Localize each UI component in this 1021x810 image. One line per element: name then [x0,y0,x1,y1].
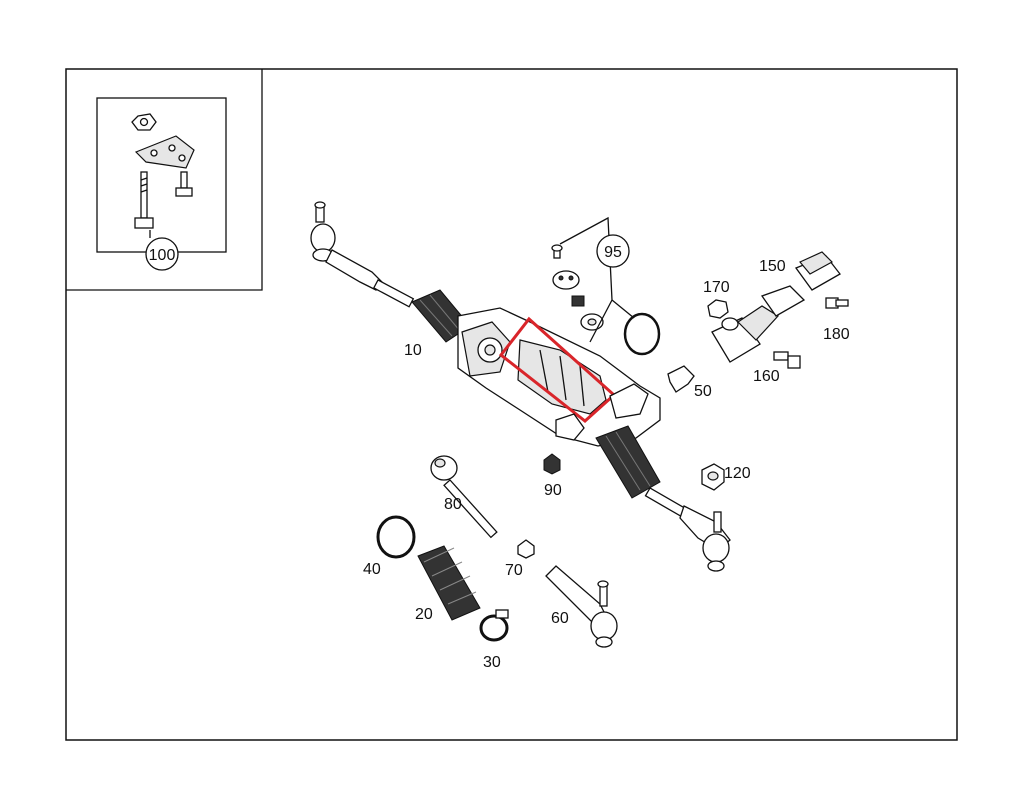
callout-180[interactable]: 180 [823,326,850,343]
callout-170[interactable]: 170 [703,279,730,296]
callout-80[interactable]: 80 [444,496,462,513]
callout-160[interactable]: 160 [753,368,780,385]
part-180-bolt-icon[interactable] [825,297,849,309]
diagram-frame [65,68,958,741]
right-bellows [595,425,661,499]
steering-rack-assembly[interactable] [310,201,731,572]
callout-95[interactable]: 95 [604,244,622,261]
callout-120[interactable]: 120 [724,465,751,482]
callout-10[interactable]: 10 [404,342,422,359]
part-160-bolt-icon[interactable] [773,351,801,369]
inset-nut-icon [131,113,157,131]
part-50-bracket-icon[interactable] [667,365,695,393]
part-150-steering-coupling[interactable] [711,251,841,363]
callout-100[interactable]: 100 [149,247,176,264]
callout-90[interactable]: 90 [544,482,562,499]
part-20-bellows-icon[interactable] [417,545,481,621]
inset-box-100[interactable] [66,69,263,291]
callout-60[interactable]: 60 [551,610,569,627]
part-80-inner-tie-rod[interactable] [430,455,498,539]
part-30-hose-clamp-icon[interactable] [479,609,509,642]
part-60-tie-rod-end-icon[interactable] [545,565,618,648]
callout-100-circle [145,237,179,271]
callout-150[interactable]: 150 [759,258,786,275]
callout-95-circle [596,234,630,268]
part-40-clamp-ring-icon[interactable] [376,515,416,559]
inset-bracket-plate-icon [134,135,195,169]
part-70-nut-icon[interactable] [517,539,535,559]
callout-40[interactable]: 40 [363,561,381,578]
part-120-nut-icon[interactable] [701,463,725,491]
callout-50[interactable]: 50 [694,383,712,400]
inset-short-bolt-icon [180,171,188,189]
callout-30[interactable]: 30 [483,654,501,671]
part-90-nut-icon[interactable] [543,453,561,475]
callout-70[interactable]: 70 [505,562,523,579]
callout-20[interactable]: 20 [415,606,433,623]
part-170-nut-icon[interactable] [707,299,729,319]
part-95-adjuster-kit[interactable] [551,216,661,356]
